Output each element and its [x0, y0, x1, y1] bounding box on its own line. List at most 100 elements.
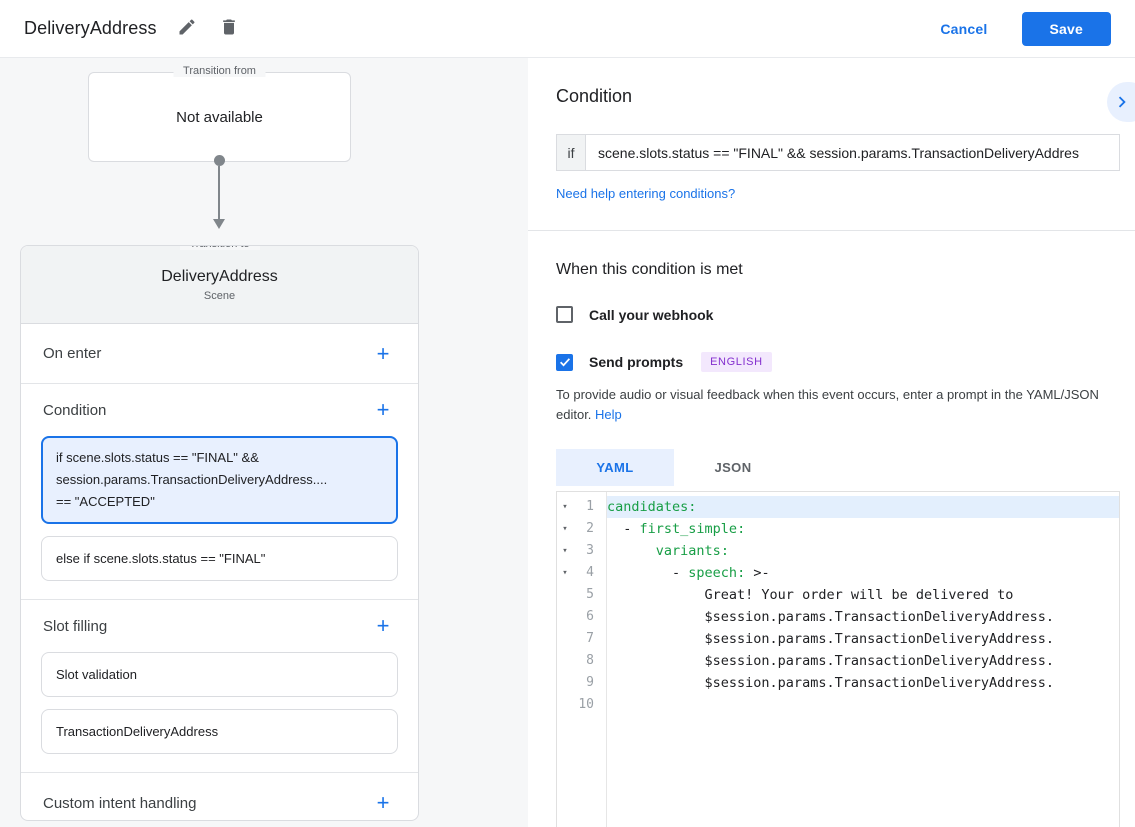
editor-line-gutter: 5 — [557, 584, 607, 606]
line-number: 7 — [586, 631, 594, 646]
code-line-content[interactable]: - first_simple: — [607, 521, 746, 537]
custom-intent-label: Custom intent handling — [43, 794, 197, 812]
editor-line[interactable]: ▾ 4 - speech: >- — [557, 562, 1119, 584]
transition-from-value: Not available — [176, 108, 263, 126]
add-condition-button[interactable]: + — [370, 397, 396, 423]
slot-filling-section: Slot filling + Slot validation Transacti… — [21, 600, 418, 773]
slot-validation-card[interactable]: Slot validation — [41, 652, 398, 697]
page-title: DeliveryAddress — [24, 18, 157, 38]
condition-expression-input[interactable] — [585, 134, 1120, 171]
code-line-content[interactable]: $session.params.TransactionDeliveryAddre… — [607, 631, 1055, 647]
transition-from-box[interactable]: Transition from Not available — [88, 65, 351, 162]
send-prompts-label: Send prompts — [589, 354, 684, 370]
language-badge: ENGLISH — [701, 352, 772, 372]
condition-card-selected[interactable]: if scene.slots.status == "FINAL" && sess… — [41, 436, 398, 524]
line-number: 1 — [586, 499, 594, 514]
scene-type-label: Scene — [203, 289, 236, 302]
editor-line-gutter: 10 — [557, 694, 607, 716]
chevron-right-icon — [1111, 91, 1135, 113]
save-button[interactable]: Save — [1021, 11, 1111, 46]
edit-title-button[interactable] — [169, 11, 205, 47]
code-line-content[interactable]: candidates: — [607, 496, 1119, 518]
editor-line-gutter: ▾3 — [557, 540, 607, 562]
call-webhook-checkbox[interactable] — [556, 306, 573, 323]
help-link[interactable]: Help — [595, 407, 622, 422]
line-number: 4 — [586, 565, 594, 580]
fold-toggle-icon[interactable]: ▾ — [562, 568, 568, 578]
code-line-content[interactable]: $session.params.TransactionDeliveryAddre… — [607, 653, 1055, 669]
on-enter-section: On enter + — [21, 324, 418, 384]
editor-line[interactable]: 5 Great! Your order will be delivered to — [557, 584, 1119, 606]
delete-scene-button[interactable] — [211, 11, 247, 47]
description-text: To provide audio or visual feedback when… — [556, 387, 1099, 422]
if-prefix-label: if — [556, 134, 585, 171]
scene-card: Transition to DeliveryAddress Scene On e… — [20, 245, 419, 821]
if-condition-row: if — [556, 134, 1120, 171]
pencil-icon — [177, 17, 197, 40]
arrowhead-icon — [213, 219, 225, 229]
line-number: 3 — [586, 543, 594, 558]
editor-line[interactable]: ▾2 - first_simple: — [557, 518, 1119, 540]
condition-panel: Condition if Need help entering conditio… — [528, 58, 1135, 827]
fold-toggle-icon[interactable]: ▾ — [562, 546, 568, 556]
slot-card[interactable]: TransactionDeliveryAddress — [41, 709, 398, 754]
fold-toggle-icon[interactable]: ▾ — [562, 524, 568, 534]
editor-line[interactable]: 9 $session.params.TransactionDeliveryAdd… — [557, 672, 1119, 694]
connector-line — [218, 166, 220, 219]
tab-json[interactable]: JSON — [714, 460, 752, 475]
send-prompts-row: Send prompts ENGLISH — [556, 352, 1135, 372]
condition-card-else[interactable]: else if scene.slots.status == "FINAL" — [41, 536, 398, 581]
condition-section-label: Condition — [43, 401, 107, 419]
add-slot-button[interactable]: + — [370, 613, 396, 639]
conditions-help-link[interactable]: Need help entering conditions? — [556, 186, 736, 201]
transition-to-legend: Transition to — [179, 246, 260, 250]
webhook-row: Call your webhook — [556, 306, 1135, 323]
editor-line[interactable]: 10 — [557, 694, 1119, 716]
editor-line-gutter: ▾2 — [557, 518, 607, 540]
prompts-description: To provide audio or visual feedback when… — [556, 385, 1112, 425]
cancel-button[interactable]: Cancel — [940, 20, 988, 37]
editor-line[interactable]: 6 $session.params.TransactionDeliveryAdd… — [557, 606, 1119, 628]
line-number: 6 — [586, 609, 594, 624]
transition-from-legend: Transition from — [173, 65, 266, 77]
code-line-content[interactable] — [607, 694, 1119, 716]
add-on-enter-button[interactable]: + — [370, 341, 396, 367]
code-line-content[interactable]: $session.params.TransactionDeliveryAddre… — [607, 609, 1055, 625]
collapse-panel-button[interactable] — [1107, 82, 1135, 122]
condition-heading: Condition — [556, 86, 633, 106]
line-number: 2 — [586, 521, 594, 536]
line-number: 10 — [578, 697, 594, 712]
editor-line[interactable]: 7 $session.params.TransactionDeliveryAdd… — [557, 628, 1119, 650]
code-line-content[interactable]: $session.params.TransactionDeliveryAddre… — [607, 675, 1055, 691]
editor-tabs: YAML JSON — [556, 449, 1135, 486]
connector-dot — [213, 155, 225, 166]
tab-yaml[interactable]: YAML — [556, 449, 674, 486]
line-number: 9 — [586, 675, 594, 690]
add-custom-intent-button[interactable]: + — [370, 790, 396, 816]
condition-line: if scene.slots.status == "FINAL" && — [56, 450, 259, 465]
slot-filling-label: Slot filling — [43, 617, 108, 635]
checkmark-icon — [558, 355, 572, 369]
editor-line-gutter: 7 — [557, 628, 607, 650]
fold-toggle-icon[interactable]: ▾ — [562, 502, 568, 512]
code-line-content[interactable]: Great! Your order will be delivered to — [607, 587, 1014, 603]
code-line-content[interactable]: - speech: >- — [607, 565, 770, 581]
flow-connector-arrow — [208, 155, 230, 275]
editor-line[interactable]: ▾3 variants: — [557, 540, 1119, 562]
condition-section: Condition + if scene.slots.status == "FI… — [21, 384, 418, 600]
editor-line-gutter: 9 — [557, 672, 607, 694]
editor-line[interactable]: ▾ 1 candidates: — [557, 496, 1119, 518]
editor-line[interactable]: 8 $session.params.TransactionDeliveryAdd… — [557, 650, 1119, 672]
send-prompts-checkbox[interactable] — [556, 353, 573, 371]
line-number: 5 — [586, 587, 594, 602]
topbar: DeliveryAddress Cancel Save — [0, 0, 1135, 58]
editor-gutter — [557, 492, 607, 827]
code-line-content[interactable]: variants: — [655, 543, 729, 559]
editor-line-gutter: 8 — [557, 650, 607, 672]
flow-panel: Transition from Not available Transition… — [0, 58, 528, 827]
panel-divider — [528, 230, 1135, 231]
custom-intent-section: Custom intent handling + — [21, 773, 418, 820]
